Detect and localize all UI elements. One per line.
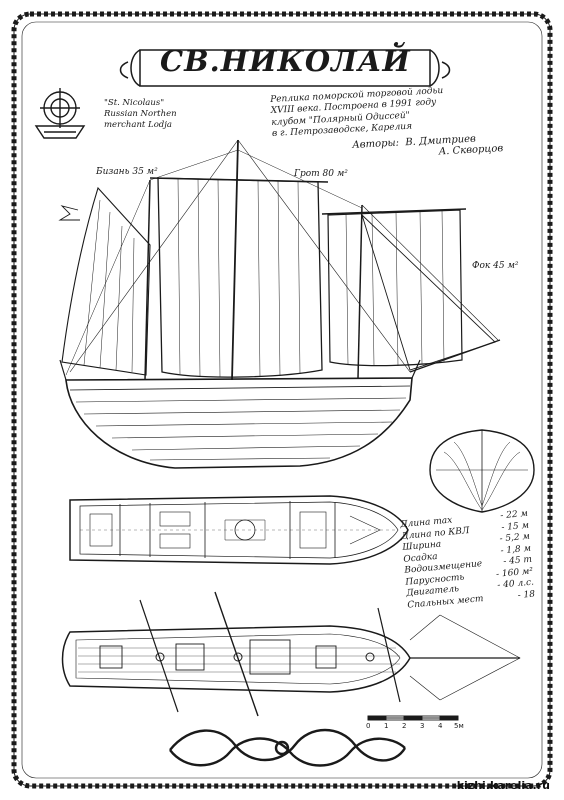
sail-label-mizzen: Бизань 35 м² (96, 167, 158, 177)
russian-caption: Реплика поморской торговой лодьи XVIII в… (270, 86, 445, 142)
scale-tick: 4 (438, 722, 443, 730)
english-caption-line: Russian Northen (104, 108, 177, 119)
top-deck-view (61, 591, 521, 717)
interior-deck-plan (69, 495, 409, 565)
watermark-url: kizhi.karelia.ru (456, 779, 550, 792)
drawing-title: СВ.НИКОЛАЙ (160, 44, 411, 78)
scale-tick: 2 (402, 722, 407, 730)
english-caption-line: "St. Nicolaus" (104, 98, 165, 108)
english-caption: "St. Nicolaus" Russian Northen merchant … (104, 99, 177, 132)
english-caption-line: merchant Lodja (104, 119, 172, 130)
authors-label: Авторы: (351, 137, 400, 151)
hull-section-view (429, 429, 535, 513)
title-banner (119, 49, 451, 87)
emblem-logo (34, 88, 86, 139)
scale-tick: 5м (454, 722, 464, 730)
side-profile-view (58, 139, 501, 469)
sail-label-main: Грот 80 м² (294, 169, 348, 179)
sail-label-fore: Фок 45 м² (472, 261, 519, 271)
scale-tick: 0 (366, 722, 371, 730)
scale-tick: 3 (420, 722, 425, 730)
scale-tick: 1 (384, 722, 389, 730)
scale-bar (367, 715, 459, 721)
specifications-table: Длина max- 22 м Длина по КВЛ- 15 м Ширин… (400, 509, 536, 612)
rope-border (11, 11, 553, 789)
rope-knot-ornament (169, 728, 407, 767)
